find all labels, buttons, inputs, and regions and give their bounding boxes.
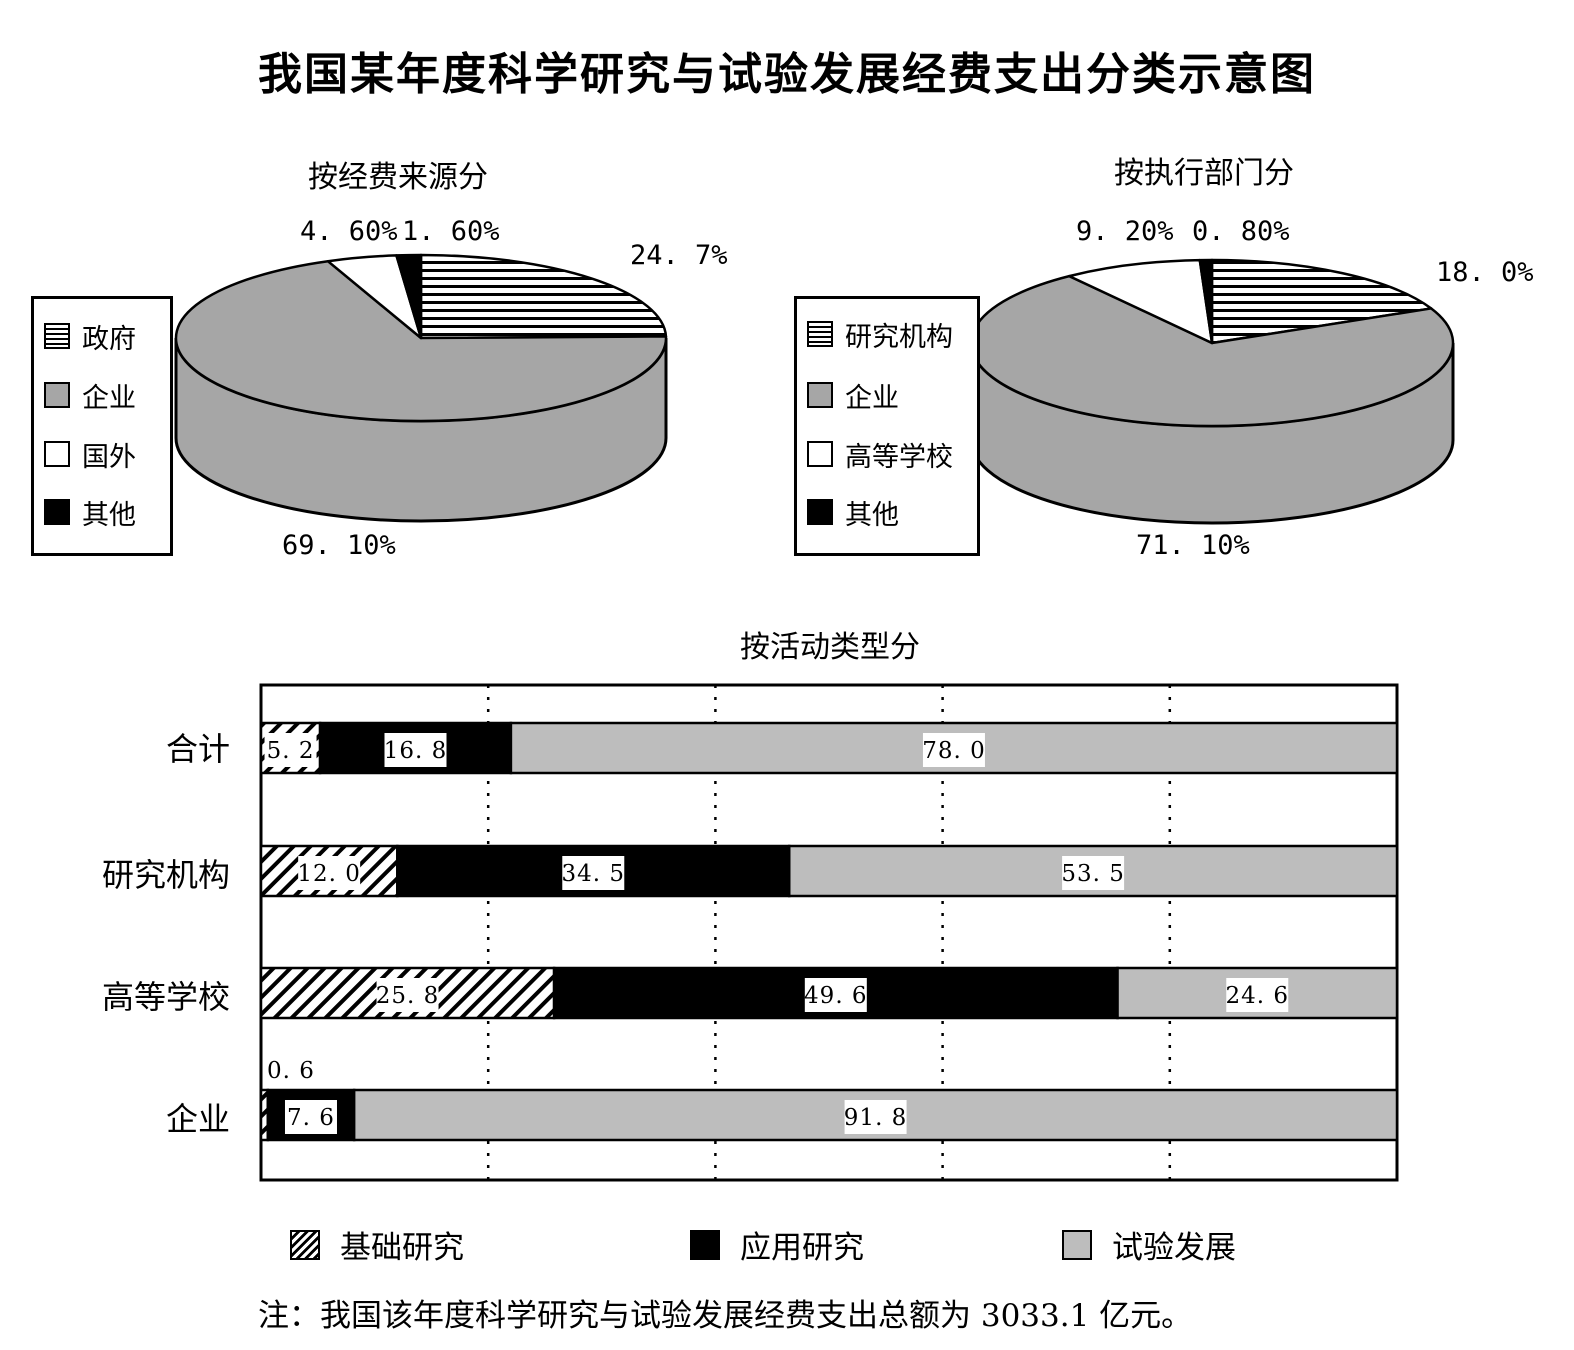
pie-sector-label-other: 0. 80%	[1192, 216, 1290, 247]
category-label-total: 合计	[165, 730, 230, 768]
data-label-box	[844, 1100, 907, 1134]
legend-item-university: 高等学校	[807, 437, 953, 473]
bar-legend-applied: 应用研究	[690, 1222, 864, 1267]
pie-source-title: 按经费来源分	[308, 160, 488, 195]
white-swatch-icon	[807, 441, 833, 467]
legend-label: 国外	[82, 441, 136, 473]
hatch-swatch-icon	[290, 1229, 320, 1260]
hline-swatch-icon	[44, 323, 70, 349]
legend-item-institute: 研究机构	[807, 317, 953, 353]
data-label-合计-基础研究: 5. 2	[267, 738, 315, 764]
source-slice-政府	[419, 253, 668, 340]
data-label-企业-应用研究: 7. 6	[287, 1105, 335, 1131]
data-label-研究机构-应用研究: 34. 5	[562, 861, 626, 887]
category-label-university: 高等学校	[101, 978, 230, 1016]
black-swatch-icon	[690, 1229, 720, 1260]
legend-label: 企业	[82, 382, 136, 414]
pie-sector-label-institute: 18. 0%	[1436, 257, 1534, 288]
data-label-企业-基础研究: 0. 6	[267, 1058, 315, 1084]
gray-swatch-icon	[807, 382, 833, 408]
black-swatch-icon	[44, 499, 70, 525]
pie-source-label-other: 1. 60%	[402, 216, 500, 247]
data-label-研究机构-试验发展: 53. 5	[1061, 861, 1125, 887]
data-label-box	[1226, 978, 1289, 1012]
data-label-box	[284, 1100, 337, 1134]
legend-label: 研究机构	[845, 321, 953, 353]
data-label-box	[298, 856, 361, 890]
pie-source-legend: 政府 企业 国外 其他	[31, 296, 173, 556]
bar-legend-experimental: 试验发展	[1062, 1222, 1236, 1267]
data-label-box	[804, 978, 867, 1012]
sector-slice-其他	[1198, 258, 1214, 345]
legend-label: 试验发展	[1112, 1230, 1236, 1266]
source-slice-其他	[395, 253, 423, 340]
legend-item-enterprise: 企业	[44, 378, 136, 414]
legend-item-foreign: 国外	[44, 437, 136, 473]
data-label-高等学校-试验发展: 24. 6	[1226, 983, 1290, 1009]
sector-slice-高等学校	[1067, 258, 1214, 345]
gray-swatch-icon	[44, 382, 70, 408]
bar-legend-basic: 基础研究	[290, 1222, 464, 1267]
white-swatch-icon	[44, 441, 70, 467]
data-label-合计-试验发展: 78. 0	[922, 738, 986, 764]
source-pie	[174, 253, 668, 523]
data-label-box	[562, 856, 625, 890]
lightgray-swatch-icon	[1062, 1229, 1092, 1260]
data-label-高等学校-应用研究: 49. 6	[804, 983, 868, 1009]
source-slice-企业	[174, 259, 668, 423]
pie-sector-legend: 研究机构 企业 高等学校 其他	[794, 296, 980, 556]
legend-item-gov: 政府	[44, 319, 136, 355]
pie-sector-label-university: 9. 20%	[1076, 216, 1174, 247]
data-label-box	[376, 978, 439, 1012]
black-swatch-icon	[807, 499, 833, 525]
pie-source-label-gov: 24. 7%	[630, 240, 728, 271]
bar-chart-title: 按活动类型分	[740, 630, 920, 665]
legend-label: 企业	[845, 382, 899, 414]
pie-sector-title: 按执行部门分	[1114, 156, 1294, 191]
legend-label: 其他	[82, 499, 136, 531]
hline-swatch-icon	[807, 321, 833, 347]
legend-label: 高等学校	[845, 441, 953, 473]
pie-source-label-enterprise: 69. 10%	[282, 530, 396, 561]
data-label-研究机构-基础研究: 12. 0	[297, 861, 361, 887]
pie-source-label-foreign: 4. 60%	[300, 216, 398, 247]
category-label-institute: 研究机构	[101, 856, 230, 894]
category-label-enterprise: 企业	[165, 1100, 230, 1138]
data-label-企业-试验发展: 91. 8	[844, 1105, 908, 1131]
legend-label: 其他	[845, 499, 899, 531]
legend-item-enterprise: 企业	[807, 378, 899, 414]
legend-label: 应用研究	[740, 1230, 864, 1266]
legend-label: 政府	[82, 323, 136, 355]
data-label-box	[384, 733, 447, 767]
legend-item-other: 其他	[807, 495, 899, 531]
data-label-box	[922, 733, 985, 767]
sector-pie	[969, 258, 1455, 525]
pie-sector-label-enterprise: 71. 10%	[1136, 530, 1250, 561]
chart-title: 我国某年度科学研究与试验发展经费支出分类示意图	[258, 49, 1316, 100]
footnote: 注：我国该年度科学研究与试验发展经费支出总额为 3033.1 亿元。	[258, 1298, 1193, 1334]
data-label-合计-应用研究: 16. 8	[384, 738, 448, 764]
data-label-box	[264, 733, 317, 767]
sector-slice-研究机构	[1210, 258, 1433, 345]
legend-label: 基础研究	[340, 1230, 464, 1266]
data-label-高等学校-基础研究: 25. 8	[376, 983, 440, 1009]
legend-item-other: 其他	[44, 495, 136, 531]
data-label-box	[1062, 856, 1125, 890]
